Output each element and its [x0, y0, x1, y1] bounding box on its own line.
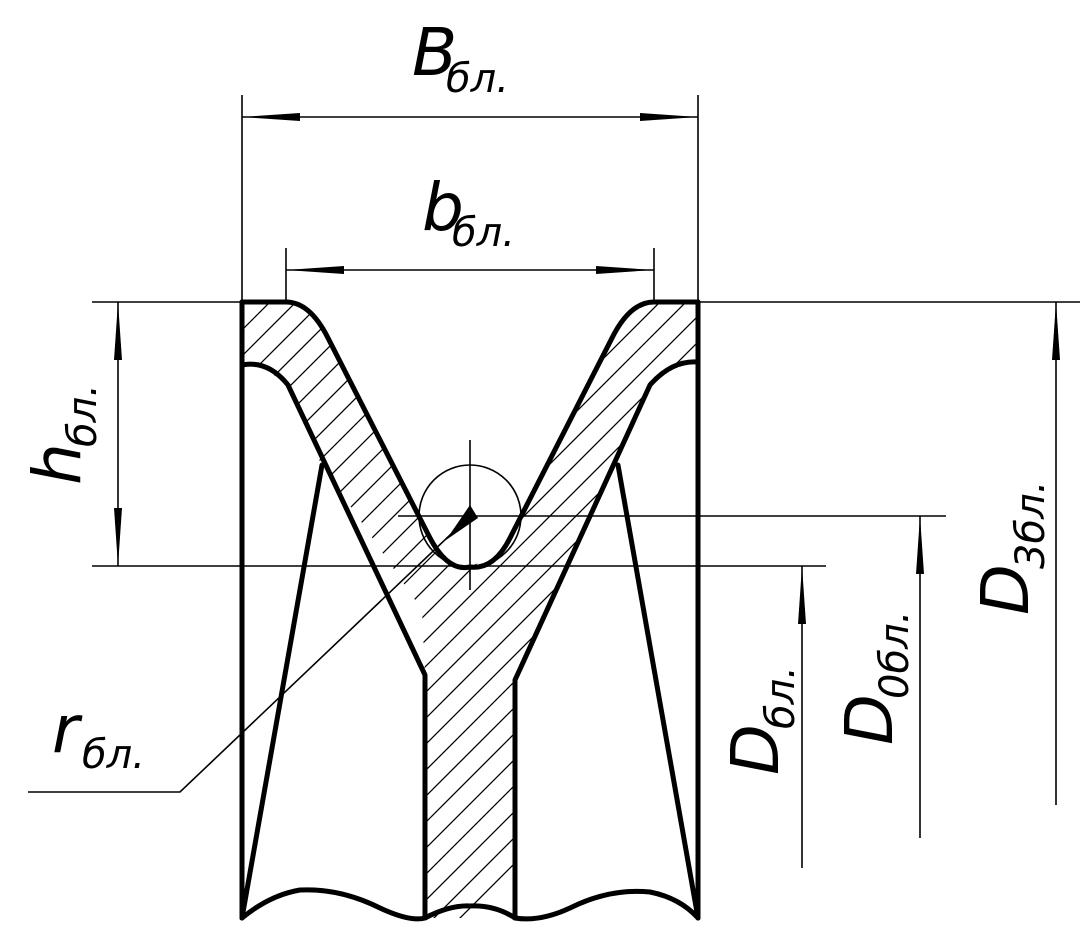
pulley-outline [239, 299, 701, 922]
hatch-line [242, 302, 468, 610]
hatch-line [291, 302, 468, 610]
hatch-line [242, 302, 468, 610]
hatch-line [242, 302, 468, 610]
hatch-line [422, 302, 698, 918]
hatch-line [422, 302, 698, 918]
hatch-line [242, 302, 468, 610]
hatch-line [422, 302, 698, 918]
hatch-line [422, 302, 698, 918]
label-D-diameter: D бл. [717, 666, 804, 775]
hatch-line [422, 302, 698, 918]
dimension-lines [28, 113, 1060, 868]
hatch-line [422, 302, 698, 918]
hatch-line [422, 302, 698, 918]
hatch-line [422, 302, 698, 918]
hatch-line [317, 302, 468, 610]
label-D0-diameter: D 0бл. [831, 611, 918, 745]
label-b-sub: бл. [452, 210, 515, 256]
label-b-main: b [422, 169, 464, 246]
hatch-line [447, 302, 468, 610]
hatch-line [395, 302, 468, 610]
hatch-line [447, 302, 698, 918]
hatch-line [242, 302, 468, 610]
hatch-line [422, 302, 698, 918]
hatch-line [242, 302, 468, 610]
label-D3-main: D [967, 564, 1044, 615]
label-D3-diameter: D 3бл. [967, 481, 1054, 615]
label-h-sub: бл. [60, 384, 106, 447]
label-B-sub: бл. [446, 56, 509, 102]
hatch-line [422, 302, 698, 918]
label-r-sub: бл. [82, 732, 145, 778]
hatch-line [242, 302, 468, 610]
hatch-line [242, 302, 468, 610]
label-D0-sub: 0бл. [872, 611, 918, 699]
label-r-radius: r бл. [52, 691, 145, 778]
label-h-main: h [19, 443, 96, 485]
hatch-line [422, 302, 698, 918]
label-h-depth: h бл. [19, 384, 106, 485]
hatch-line [422, 302, 698, 918]
hatch-line [422, 302, 698, 918]
hatch-line [343, 302, 468, 610]
hatch-line [422, 302, 698, 918]
label-D3-sub: 3бл. [1008, 481, 1054, 569]
label-B-main: B [412, 14, 457, 91]
hatch-line [242, 302, 468, 610]
hatch-line [242, 302, 468, 610]
label-D-main: D [717, 724, 794, 775]
label-b-width: b бл. [422, 169, 515, 256]
label-D0-main: D [831, 694, 908, 745]
hatch-line [422, 302, 698, 918]
label-B-width: B бл. [412, 14, 509, 102]
hatch-line [422, 302, 698, 918]
hatch-line [242, 302, 468, 610]
hatch-line [422, 302, 698, 918]
label-D-sub: бл. [758, 666, 804, 729]
hatch-line [421, 302, 468, 610]
label-r-main: r [52, 691, 83, 768]
extension-lines [92, 95, 1080, 567]
hatch-line [422, 302, 698, 918]
